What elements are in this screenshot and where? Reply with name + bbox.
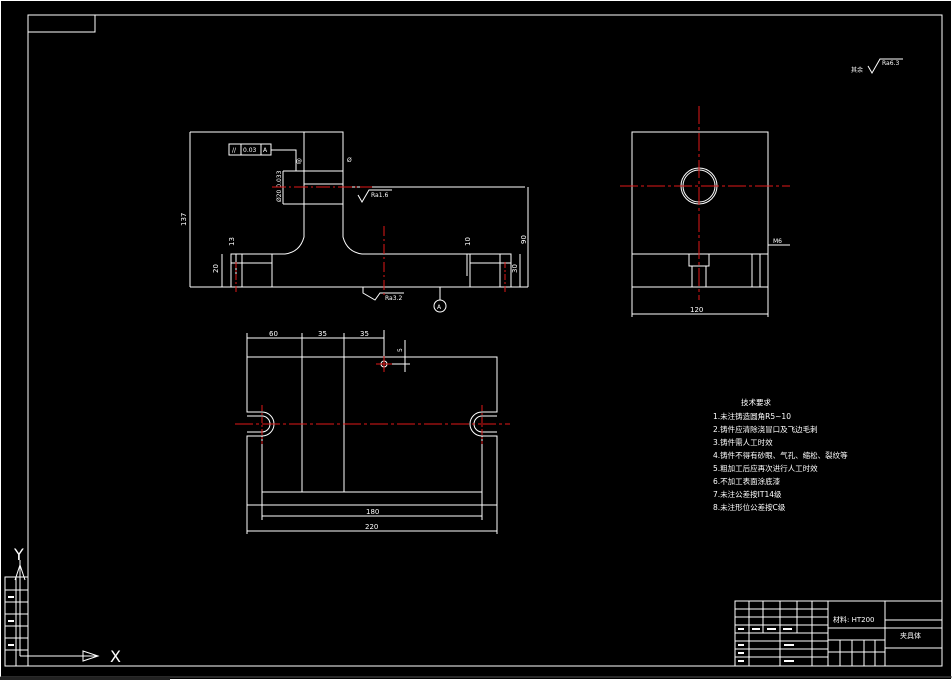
side-width-dim: 120 xyxy=(690,306,703,314)
tech-req-item: 6.不加工表面涂底漆 xyxy=(713,476,781,486)
roughness-bottom-icon xyxy=(362,287,404,301)
tol-datum: A xyxy=(263,147,268,154)
side-view: M6 120 xyxy=(620,106,790,317)
dim-top-inner: 180 xyxy=(366,508,379,516)
datum-label: A xyxy=(437,304,442,311)
tech-req-item: 1.未注铸造圆角R5~10 xyxy=(713,411,791,421)
dim-step-left: 13 xyxy=(228,237,236,246)
side-thread: M6 xyxy=(773,238,782,245)
left-margin-table xyxy=(4,576,29,667)
roughness-general-value: Ra6.3 xyxy=(882,60,899,67)
dim-right-height: 90 xyxy=(520,235,528,244)
general-roughness-note: 其余 Ra6.3 xyxy=(851,58,903,75)
tech-req-item: 5.粗加工后应再次进行人工时效 xyxy=(713,463,818,473)
title-block: 材料: HT200 夹具体 xyxy=(734,600,943,667)
dim-top-60: 60 xyxy=(269,330,278,338)
tol-value: 0.03 xyxy=(243,147,257,154)
roughness-symbol-icon xyxy=(867,58,903,75)
top-view: 5 60 35 35 180 220 xyxy=(235,330,510,534)
bottom-tab-strip xyxy=(0,676,952,680)
roughness-bottom: Ra3.2 xyxy=(385,295,402,302)
dim-base-left: 20 xyxy=(212,264,220,273)
dim-top-35a: 35 xyxy=(318,330,327,338)
svg-text:Ø: Ø xyxy=(347,157,352,164)
tech-req-item: 7.未注公差按IT14级 xyxy=(713,489,782,499)
front-view: 137 20 13 10 30 90 Ø20 0.033 // 0.03 A @… xyxy=(180,131,529,313)
roughness-general-label: 其余 xyxy=(851,66,863,74)
tol-symbol: // xyxy=(232,147,237,154)
tech-req-item: 4.铸件不得有砂眼、气孔、缩松、裂纹等 xyxy=(713,450,848,460)
roughness-side: Ra1.6 xyxy=(371,192,388,199)
technical-requirements: 技术要求 1.未注铸造圆角R5~10 2.铸件应清除浇冒口及飞边毛刺 3.铸件需… xyxy=(713,397,848,512)
datum-a-icon xyxy=(433,299,447,313)
ucs-y-label: Y xyxy=(13,545,24,564)
dim-base-right: 30 xyxy=(511,264,519,273)
tech-req-item: 3.铸件需人工时效 xyxy=(713,437,773,447)
tech-req-item: 8.未注形位公差按C级 xyxy=(713,502,786,512)
ucs-x-label: X xyxy=(110,647,121,666)
dim-top-overall: 220 xyxy=(365,523,378,531)
dim-top-35b: 35 xyxy=(360,330,369,338)
title-part-name: 夹具体 xyxy=(900,631,921,640)
roughness-side-icon xyxy=(357,189,392,203)
tech-req-title: 技术要求 xyxy=(741,397,771,407)
svg-text:@: @ xyxy=(296,158,302,165)
dim-overall-height: 137 xyxy=(180,213,188,226)
title-material: 材料: HT200 xyxy=(833,615,874,624)
dim-top-d5: 5 xyxy=(397,348,404,352)
tech-req-item: 2.铸件应清除浇冒口及飞边毛刺 xyxy=(713,424,818,434)
front-section-hatch xyxy=(271,131,471,288)
dim-bore: Ø20 0.033 xyxy=(276,170,283,202)
ucs-icon: Y X xyxy=(13,545,121,666)
dim-step-right: 10 xyxy=(464,237,472,246)
